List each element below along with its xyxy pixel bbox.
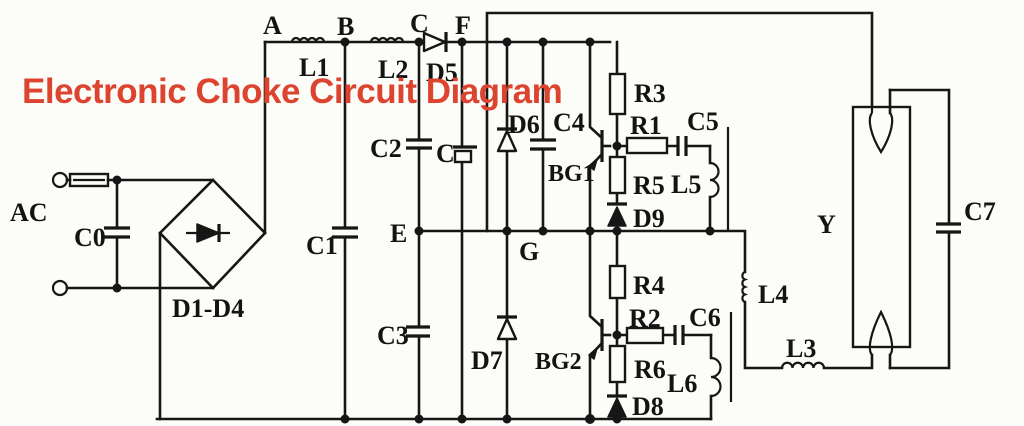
bottom-filament-icon <box>868 309 894 356</box>
junction-dots <box>112 37 715 424</box>
label-c1: C1 <box>306 231 338 260</box>
inductor-l5 <box>708 127 730 233</box>
resistor-r6-icon <box>608 344 627 384</box>
diode-d7 <box>496 229 518 421</box>
ac-terminal-top <box>51 171 69 189</box>
bridge-rectifier-d1-d4 <box>158 178 267 290</box>
label-r2: R2 <box>629 304 661 333</box>
diode-d8-icon <box>607 397 627 418</box>
node-label-e: E <box>390 219 407 248</box>
label-y: Y <box>817 210 836 239</box>
label-r3: R3 <box>634 79 666 108</box>
label-r6: R6 <box>634 355 666 384</box>
diode-d6-icon <box>496 129 518 153</box>
label-l2: L2 <box>378 55 408 84</box>
resistor-r2-icon <box>625 326 665 345</box>
resistor-r3-icon <box>608 72 627 116</box>
diode-d5-icon <box>422 31 447 53</box>
capacitor-c2 <box>406 40 432 233</box>
label-bg2: BG2 <box>535 349 582 375</box>
label-ac: AC <box>10 198 48 227</box>
ac-terminal-bottom <box>51 279 69 297</box>
inductor-l6 <box>709 312 733 421</box>
label-c0: C0 <box>74 223 106 252</box>
label-r5: R5 <box>633 171 665 200</box>
label-l1: L1 <box>299 53 329 82</box>
resistor-r3 <box>608 40 627 148</box>
labels-layer: A B C F E G AC C0 D1-D4 L1 L2 D5 C1 C2 C… <box>10 9 996 421</box>
node-label-c: C <box>410 9 429 38</box>
label-c5: C5 <box>687 107 719 136</box>
diode-d8 <box>607 394 627 418</box>
inductor-l2 <box>369 36 405 43</box>
label-d5: D5 <box>426 58 458 87</box>
capacitor-c6 <box>673 325 713 345</box>
diode-d6 <box>496 40 518 233</box>
capacitor-c5 <box>676 136 712 156</box>
node-label-b: B <box>337 12 354 41</box>
label-c4: C4 <box>553 108 585 137</box>
node-label-g: G <box>519 237 539 266</box>
label-c6: C6 <box>689 303 721 332</box>
fluorescent-tube <box>851 88 912 370</box>
capacitor-c3 <box>406 229 430 421</box>
label-r4: R4 <box>633 271 665 300</box>
resistor-r1-icon <box>625 136 669 155</box>
resistor-r4 <box>608 229 627 337</box>
inductor-l3 <box>780 353 874 370</box>
diode-d9-icon <box>607 206 627 227</box>
resistor-r2 <box>615 326 677 345</box>
resistor-r6 <box>608 333 627 397</box>
label-d8: D8 <box>632 392 664 421</box>
resistor-r5 <box>608 144 627 205</box>
capacitor-c1 <box>332 40 358 421</box>
bg2-emitter-arrow-icon <box>588 347 598 360</box>
label-d6: D6 <box>508 110 540 139</box>
resistor-r4-icon <box>608 264 627 300</box>
label-c3: C3 <box>377 321 409 350</box>
label-d7: D7 <box>471 346 503 375</box>
page-title: Electronic Choke Circuit Diagram <box>22 72 562 111</box>
bg1-emitter-arrow-icon <box>588 158 598 171</box>
top-filament-icon <box>868 112 894 155</box>
transistor-bg1 <box>588 40 612 233</box>
capacitor-c0 <box>104 178 130 290</box>
diode-d7-icon <box>496 317 518 341</box>
label-bg1: BG1 <box>548 161 595 187</box>
label-l5: L5 <box>671 170 701 199</box>
label-bridge: D1-D4 <box>172 294 244 323</box>
label-c-box: C <box>436 139 455 168</box>
ac-input <box>51 171 215 297</box>
capacitor-c4 <box>530 40 556 233</box>
label-l3: L3 <box>786 334 816 363</box>
wire-rails <box>155 11 874 421</box>
transistor-bg2 <box>588 229 612 421</box>
node-label-a: A <box>263 11 282 40</box>
resistor-r1 <box>615 136 680 155</box>
inductor-l1 <box>290 36 326 43</box>
label-r1: R1 <box>630 111 662 140</box>
capacitor-c-box <box>453 40 477 421</box>
label-d9: D9 <box>633 204 665 233</box>
label-l4: L4 <box>758 280 788 309</box>
node-label-f: F <box>455 11 471 40</box>
bridge-diode-icon <box>196 223 220 243</box>
label-l6: L6 <box>667 369 697 398</box>
capacitor-c-box-icon <box>453 149 473 164</box>
inductor-l4 <box>741 270 784 370</box>
capacitor-c7 <box>888 88 961 370</box>
label-c7: C7 <box>964 197 996 226</box>
tube-outline <box>851 105 912 349</box>
label-c2: C2 <box>370 134 402 163</box>
resistor-r5-icon <box>608 155 627 195</box>
diode-d5 <box>422 31 448 53</box>
